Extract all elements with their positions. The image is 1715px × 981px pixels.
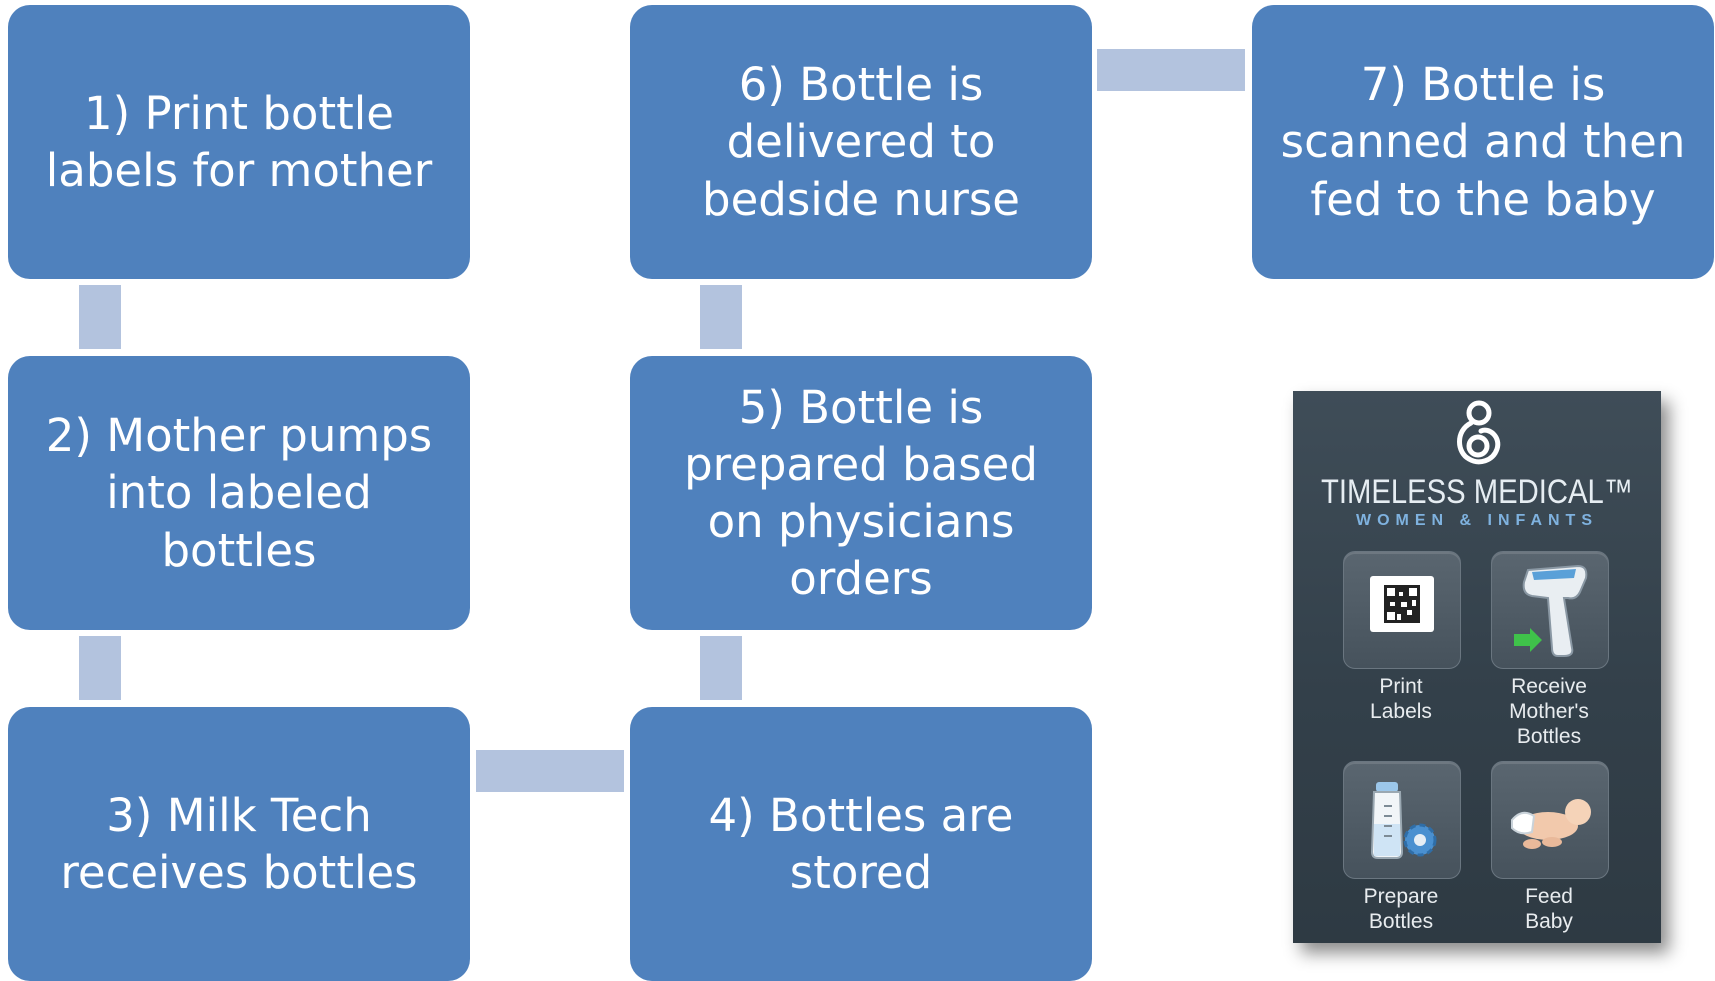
qr-code-icon xyxy=(1370,576,1434,632)
baby-icon xyxy=(1511,799,1591,849)
feed-baby-line-1: Feed xyxy=(1525,885,1573,908)
prepare-bottles-label: Prepare Bottles xyxy=(1326,884,1476,934)
step-5-text: 5) Bottle is prepared based on physician… xyxy=(684,380,1038,606)
step-1-text: 1) Print bottle labels for mother xyxy=(45,86,433,197)
connector-5-6 xyxy=(700,285,742,349)
receive-bottles-button[interactable] xyxy=(1491,551,1609,669)
step-2-box: 2) Mother pumps into labeled bottles xyxy=(8,356,470,630)
receive-bottles-line-3: Bottles xyxy=(1516,725,1582,749)
feed-baby-button[interactable] xyxy=(1491,761,1609,879)
connector-1-2 xyxy=(79,285,121,349)
connector-6-7 xyxy=(1097,49,1245,91)
step-3-box: 3) Milk Tech receives bottles xyxy=(8,707,470,981)
print-labels-button[interactable] xyxy=(1343,551,1461,669)
step-4-box: 4) Bottles are stored xyxy=(630,707,1092,981)
step-6-box: 6) Bottle is delivered to bedside nurse xyxy=(630,5,1092,279)
brand-tagline: WOMEN & INFANTS xyxy=(1356,512,1598,529)
connector-4-5 xyxy=(700,636,742,700)
bottle-gear-icon xyxy=(1370,782,1437,859)
print-labels-line-2: Labels xyxy=(1370,700,1432,724)
receive-bottles-line-1: Receive xyxy=(1511,675,1587,698)
prepare-bottles-line-2: Bottles xyxy=(1368,910,1434,934)
feed-baby-line-2: Baby xyxy=(1525,910,1573,934)
step-2-text: 2) Mother pumps into labeled bottles xyxy=(45,409,433,577)
feed-baby-label: Feed Baby xyxy=(1474,884,1624,934)
connector-2-3 xyxy=(79,636,121,700)
prepare-bottles-line-1: Prepare xyxy=(1363,885,1439,908)
receive-bottles-line-2: Mother's xyxy=(1509,700,1589,724)
timeless-medical-app-panel: TIMELESS MEDICAL™ WOMEN & INFANTS Print … xyxy=(1293,391,1661,943)
receive-bottles-label: Receive Mother's Bottles xyxy=(1474,674,1624,750)
brand-name: TIMELESS MEDICAL™ xyxy=(1321,473,1633,511)
step-7-text: 7) Bottle is scanned and then fed to the… xyxy=(1280,58,1686,226)
connector-3-4 xyxy=(476,750,624,792)
step-1-box: 1) Print bottle labels for mother xyxy=(8,5,470,279)
step-7-box: 7) Bottle is scanned and then fed to the… xyxy=(1252,5,1714,279)
step-4-text: 4) Bottles are stored xyxy=(708,788,1014,899)
step-6-text: 6) Bottle is delivered to bedside nurse xyxy=(702,58,1020,226)
step-3-text: 3) Milk Tech receives bottles xyxy=(60,788,418,899)
prepare-bottles-button[interactable] xyxy=(1343,761,1461,879)
step-5-box: 5) Bottle is prepared based on physician… xyxy=(630,356,1092,630)
print-labels-line-1: Print xyxy=(1379,675,1423,698)
print-labels-label: Print Labels xyxy=(1326,674,1476,724)
barcode-scanner-icon xyxy=(1514,564,1588,657)
mother-baby-logo-icon xyxy=(1457,400,1501,465)
